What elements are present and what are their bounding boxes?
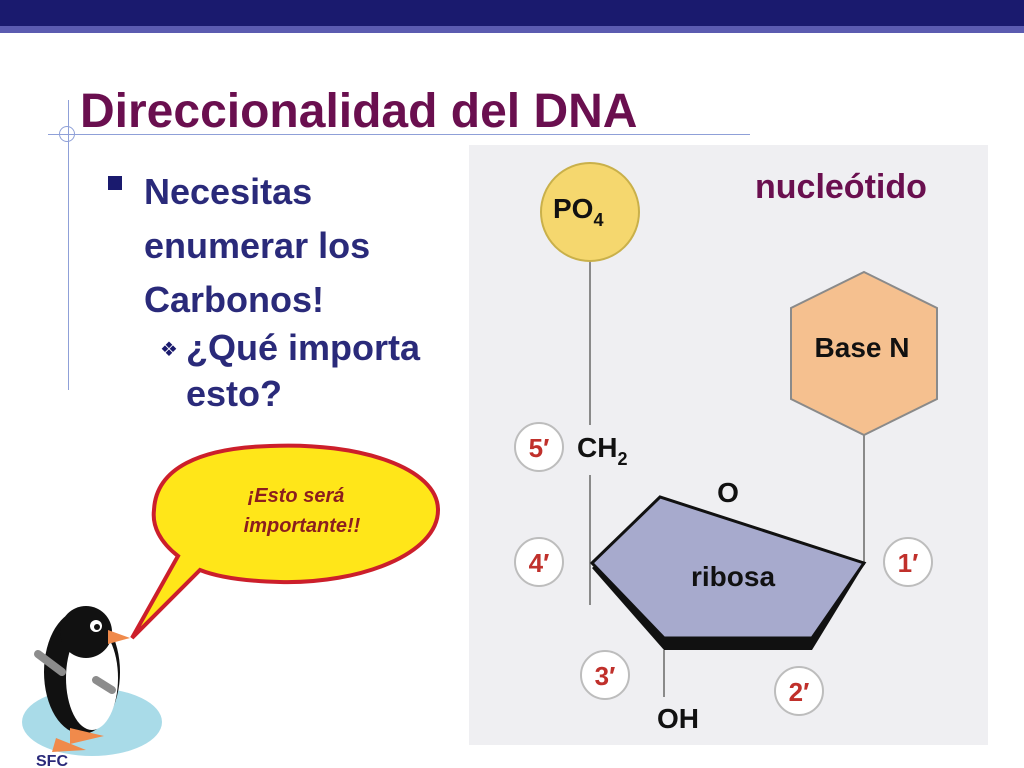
oxygen-label: O: [717, 477, 739, 508]
svg-text:3′: 3′: [595, 661, 616, 691]
bullet-need-number-carbons: Necesitas enumerar los Carbonos!: [144, 171, 371, 320]
penguin-head: [60, 606, 112, 658]
carbon-3-badge: 3′: [580, 650, 630, 700]
carbon-5-badge: 5′: [514, 422, 564, 472]
phosphate-label: PO4: [553, 193, 603, 230]
ribose-pentagon: [589, 495, 867, 640]
penguin-foot: [70, 728, 104, 744]
svg-text:4′: 4′: [529, 548, 550, 578]
penguin-icon: SFC: [22, 606, 162, 768]
nucleotide-diagram-panel: PO4 nucleótido Base N ribosa O CH2 OH 5′…: [469, 145, 988, 745]
callout-line-1: ¡Esto será: [248, 485, 345, 507]
base-label: Base N: [815, 332, 910, 363]
oh-label: OH: [657, 703, 699, 734]
svg-text:5′: 5′: [529, 433, 550, 463]
crosshair-icon: [59, 126, 75, 142]
diamond-bullet-icon: ❖: [160, 339, 178, 361]
sub-bullet-why-important: ¿Qué importa esto?: [186, 327, 421, 414]
phosphate-circle: [540, 162, 640, 262]
speech-bubble: ¡Esto será importante!!: [130, 443, 441, 640]
slide-title: Direccionalidad del DNA: [80, 85, 638, 138]
header-bar: [0, 0, 1024, 26]
carbon-2-badge: 2′: [774, 666, 824, 716]
header-stripe: [0, 26, 1024, 33]
speech-bubble-shape: [130, 443, 441, 640]
nucleotide-diagram: PO4 nucleótido Base N ribosa O CH2 OH 5′…: [514, 162, 938, 734]
ch2-label: CH2: [577, 432, 627, 469]
sfc-logo-text: SFC: [36, 753, 68, 768]
nucleotide-heading: nucleótido: [755, 168, 927, 206]
nitrogen-base-hexagon: [790, 270, 938, 437]
carbon-4-badge: 4′: [514, 537, 564, 587]
square-bullet-icon: [108, 176, 122, 190]
wrench-icon: [34, 650, 116, 694]
svg-text:1′: 1′: [898, 548, 919, 578]
svg-text:2′: 2′: [789, 677, 810, 707]
title-rule-vertical: [68, 100, 69, 390]
ribose-label: ribosa: [691, 561, 775, 592]
title-rule-horizontal: [48, 134, 750, 135]
penguin-beak: [108, 630, 130, 644]
callout-line-2: importante!!: [244, 515, 361, 537]
carbon-1-badge: 1′: [883, 537, 933, 587]
